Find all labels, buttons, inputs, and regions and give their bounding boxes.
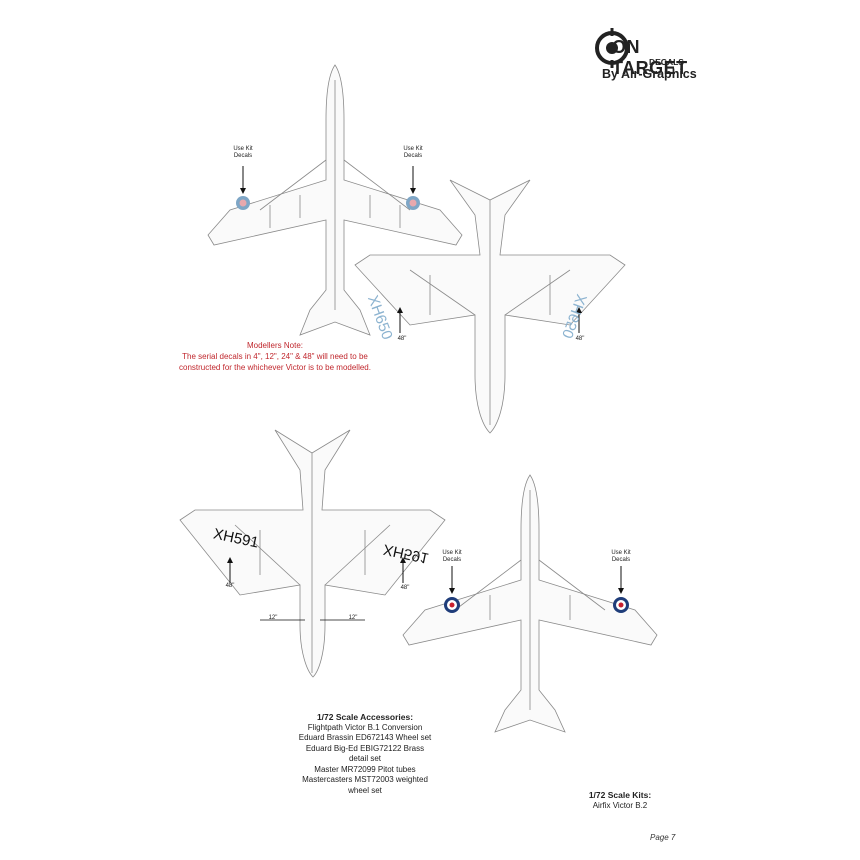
target-icon	[595, 28, 629, 68]
logo-brand: ON TARGET	[612, 37, 688, 78]
logo-sub: DECALS	[649, 57, 684, 67]
logo-by: By Air-Graphics	[602, 67, 697, 81]
size-48-label: 48"	[397, 336, 407, 342]
accessory-item: Eduard Big-Ed EBIG72122 Brass	[305, 743, 425, 753]
note-line: The serial decals in 4", 12", 24" & 48" …	[182, 352, 368, 361]
accessories-list: 1/72 Scale Accessories: Flightpath Victo…	[270, 712, 460, 796]
accessory-item: wheel set	[348, 785, 382, 795]
victor-underside-pale-serials	[354, 179, 626, 434]
size-48-label: 48"	[225, 583, 235, 589]
victor-underside-pale-roundels	[207, 64, 463, 336]
accessory-item: Master MR72099 Pitot tubes	[314, 764, 416, 774]
note-line: constructed for the whichever Victor is …	[179, 363, 371, 372]
note-title: Modellers Note:	[246, 341, 304, 350]
page-number: Page 7	[650, 833, 676, 842]
roundel-left	[236, 196, 250, 210]
roundel-right	[613, 597, 629, 613]
victor-underside-black-serials	[179, 429, 446, 678]
modellers-note: Modellers Note: The serial decals in 4",…	[160, 340, 390, 373]
kits-list: 1/72 Scale Kits: Airfix Victor B.2	[560, 790, 680, 811]
accessories-title: 1/72 Scale Accessories:	[316, 712, 414, 722]
kit-item: Airfix Victor B.2	[592, 800, 648, 810]
accessory-item: Eduard Brassin ED672143 Wheel set	[298, 733, 432, 742]
size-48-label: 48"	[575, 336, 585, 342]
size-12-label: 12"	[348, 615, 358, 621]
size-48-label: 48"	[400, 585, 410, 591]
on-target-logo: ON TARGET DECALS By Air-Graphics	[592, 25, 712, 85]
size-12-label: 12"	[268, 615, 278, 621]
roundel-left	[444, 597, 460, 613]
victor-underside-dark-roundels	[402, 474, 658, 733]
accessory-item: Mastercasters MST72003 weighted	[302, 775, 428, 784]
accessory-item: detail set	[348, 754, 382, 763]
accessory-item: Flightpath Victor B.1 Conversion	[307, 722, 423, 732]
kits-title: 1/72 Scale Kits:	[588, 790, 652, 800]
roundel-right	[406, 196, 420, 210]
